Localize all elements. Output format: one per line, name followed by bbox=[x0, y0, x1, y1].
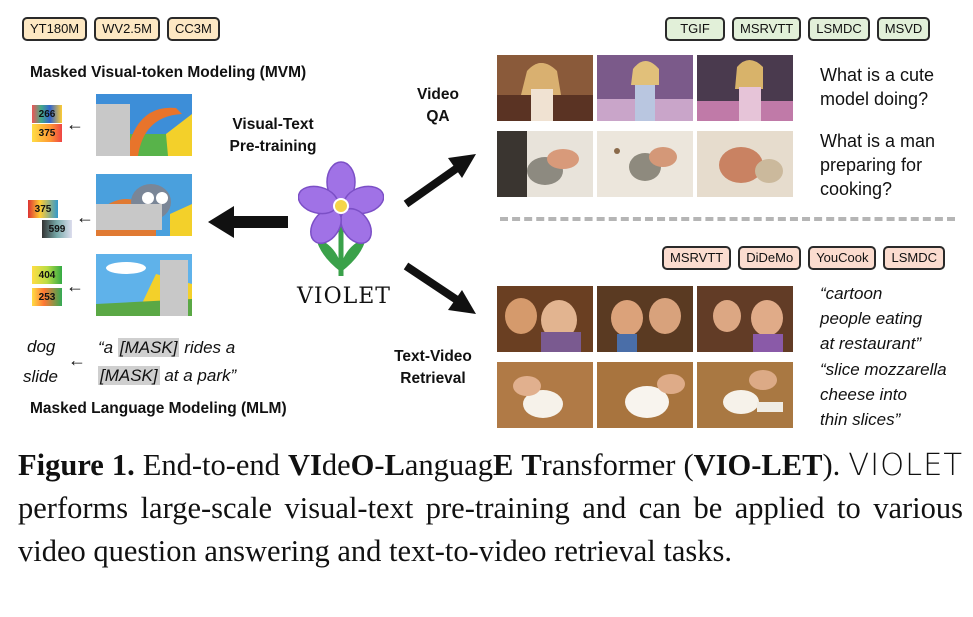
caption-line: at restaurant” bbox=[820, 334, 922, 353]
caption-line: thin slices” bbox=[820, 410, 901, 429]
caption-bold: VI bbox=[287, 448, 322, 482]
caption-bold: L bbox=[384, 448, 405, 482]
video-frame bbox=[497, 286, 593, 352]
label-line: Text-Video bbox=[394, 348, 472, 365]
video-frame bbox=[697, 131, 793, 197]
label-line: Pre-training bbox=[229, 138, 317, 155]
section-divider bbox=[500, 217, 955, 221]
label-line: Visual-Text bbox=[232, 116, 314, 133]
caption-bold: E bbox=[492, 448, 514, 482]
caption-bold: VIO-LET bbox=[693, 448, 823, 482]
visual-token: 599 bbox=[42, 220, 72, 238]
question-line: What is a cute bbox=[820, 65, 935, 85]
model-name-inline: VIOLET bbox=[848, 448, 964, 483]
mlm-word: slide bbox=[23, 367, 58, 386]
arrow-down-right-icon bbox=[403, 262, 476, 314]
mlm-title: Masked Language Modeling (MLM) bbox=[30, 400, 287, 417]
dataset-tag: CC3M bbox=[166, 17, 220, 41]
dataset-tag: YouCook bbox=[808, 246, 877, 270]
arrow-left-big-icon bbox=[208, 206, 288, 238]
dataset-tag: TGIF bbox=[665, 17, 725, 41]
mvm-frame bbox=[96, 174, 192, 236]
sentence-text: “a bbox=[98, 338, 118, 357]
arrow-left-icon: ← bbox=[68, 350, 86, 370]
label-line: QA bbox=[426, 108, 450, 125]
caption-text: End-to-end bbox=[134, 448, 288, 482]
video-frame bbox=[597, 286, 693, 352]
question-line: cooking? bbox=[820, 179, 893, 199]
mvm-frame bbox=[96, 94, 192, 156]
pretraining-label: Visual-Text Pre-training bbox=[218, 114, 328, 158]
question-line: What is a man bbox=[820, 131, 936, 151]
dataset-tag: WV2.5M bbox=[94, 17, 160, 41]
caption-text: - bbox=[374, 448, 385, 482]
dataset-tag: MSRVTT bbox=[732, 17, 802, 41]
qa-dataset-tags: TGIF MSRVTT LSMDC MSVD bbox=[665, 17, 931, 41]
video-frame bbox=[597, 131, 693, 197]
video-frame bbox=[697, 55, 793, 121]
caption-bold: O bbox=[350, 448, 375, 482]
video-frame bbox=[697, 286, 793, 352]
caption-text: de bbox=[321, 448, 351, 482]
caption-text: anguag bbox=[404, 448, 493, 482]
caption-line: people eating bbox=[820, 309, 923, 328]
dataset-tag: YT180M bbox=[22, 17, 88, 41]
video-frame bbox=[597, 55, 693, 121]
caption-line: cheese into bbox=[820, 385, 907, 404]
sentence-text: at a park” bbox=[159, 366, 237, 385]
mvm-title: Masked Visual-token Modeling (MVM) bbox=[30, 64, 307, 81]
figure-number: Figure 1. bbox=[18, 448, 135, 482]
violet-flower-icon bbox=[298, 161, 384, 276]
visual-token: 253 bbox=[32, 288, 62, 306]
mask-token: [MASK] bbox=[117, 338, 180, 357]
retrieval-label: Text-Video Retrieval bbox=[378, 346, 488, 390]
sentence-text: rides a bbox=[179, 338, 236, 357]
visual-token: 266 bbox=[32, 105, 62, 123]
label-line: Video bbox=[417, 86, 459, 103]
arrow-left-icon: ← bbox=[66, 114, 84, 134]
label-line: Retrieval bbox=[400, 370, 466, 387]
dataset-tag: LSMDC bbox=[883, 246, 945, 270]
video-frame bbox=[597, 362, 693, 428]
mvm-frame bbox=[96, 254, 192, 316]
retrieval-caption: “cartoon people eating at restaurant” bbox=[820, 281, 922, 356]
mlm-word: dog bbox=[27, 337, 56, 356]
caption-line: “slice mozzarella bbox=[820, 360, 947, 379]
arrow-left-icon: ← bbox=[66, 276, 84, 296]
visual-token: 375 bbox=[32, 124, 62, 142]
caption-bold: T bbox=[521, 448, 542, 482]
pretrain-dataset-tags: YT180M WV2.5M CC3M bbox=[22, 17, 220, 41]
arrow-left-icon: ← bbox=[76, 207, 94, 227]
model-name: VIOLET bbox=[297, 284, 391, 309]
arrow-up-right-icon bbox=[403, 154, 476, 208]
figure-caption: Figure 1. End-to-end VIdeO-LanguagE Tran… bbox=[18, 444, 963, 573]
question-line: model doing? bbox=[820, 89, 929, 109]
video-frame bbox=[697, 362, 793, 428]
qa-question: What is a cute model doing? bbox=[820, 63, 934, 111]
dataset-tag: MSRVTT bbox=[662, 246, 732, 270]
caption-text: performs large-scale visual-text pre-tra… bbox=[18, 491, 963, 568]
caption-text: ). bbox=[822, 448, 849, 482]
mask-token: [MASK] bbox=[98, 366, 160, 385]
video-qa-label: Video QA bbox=[400, 84, 476, 128]
retrieval-dataset-tags: MSRVTT DiDeMo YouCook LSMDC bbox=[662, 246, 945, 270]
dataset-tag: MSVD bbox=[876, 17, 931, 41]
video-frame bbox=[497, 131, 593, 197]
visual-token: 375 bbox=[28, 200, 58, 218]
retrieval-caption: “slice mozzarella cheese into thin slice… bbox=[820, 357, 947, 432]
caption-line: “cartoon bbox=[820, 284, 883, 303]
dataset-tag: DiDeMo bbox=[738, 246, 802, 270]
video-frame bbox=[497, 362, 593, 428]
mlm-sentence: “a [MASK] rides a [MASK] at a park” bbox=[98, 334, 288, 390]
dataset-tag: LSMDC bbox=[808, 17, 870, 41]
qa-question: What is a man preparing for cooking? bbox=[820, 129, 935, 201]
question-line: preparing for bbox=[820, 155, 923, 175]
caption-text: ransformer ( bbox=[541, 448, 694, 482]
video-frame bbox=[497, 55, 593, 121]
visual-token: 404 bbox=[32, 266, 62, 284]
